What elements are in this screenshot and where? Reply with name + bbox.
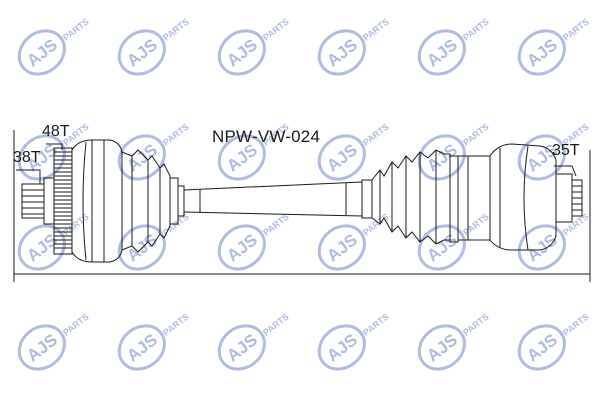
leader-48t [46, 143, 63, 150]
inner-cv-joint [449, 143, 557, 251]
outer-spline-stub [21, 177, 55, 225]
abs-ring-teeth-label: 48T [42, 123, 70, 140]
shaft-bar [177, 181, 363, 217]
inner-spline-teeth-label: 35T [552, 142, 580, 159]
outer-spline-teeth-label: 38T [13, 149, 41, 166]
leader-35t [554, 165, 577, 177]
leader-38t [16, 169, 41, 184]
part-number: NPW-VW-024 [212, 127, 321, 146]
inner-spline-stub [555, 173, 583, 223]
inner-boot [361, 149, 451, 245]
abs-ring [53, 147, 73, 255]
outer-cv-joint [71, 139, 123, 263]
outer-boot [121, 149, 179, 253]
